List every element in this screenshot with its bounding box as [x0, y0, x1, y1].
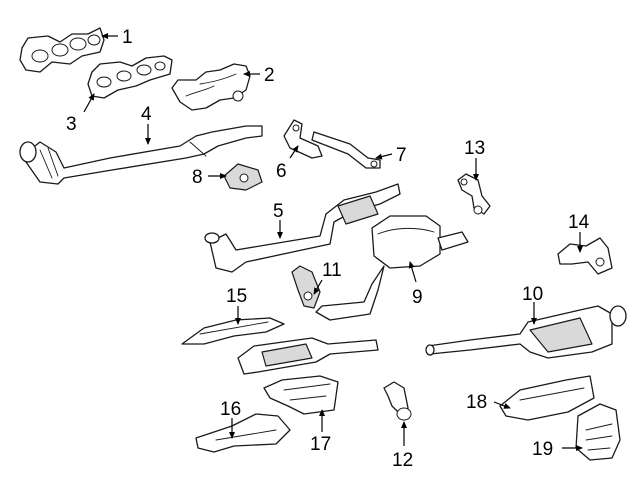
callout-5: 5 — [273, 201, 284, 222]
rear-muffler-part-9 — [315, 215, 469, 321]
exhaust-manifold-part-2 — [171, 63, 251, 111]
callout-leaders — [83, 33, 583, 451]
heat-shield-part-16 — [195, 413, 291, 453]
callout-7: 7 — [396, 145, 407, 166]
callout-labels: 1 2 3 4 5 6 7 8 9 10 11 12 13 14 15 16 1… — [66, 27, 590, 471]
callout-8: 8 — [192, 167, 203, 188]
callout-2: 2 — [264, 65, 275, 86]
intermediate-pipe-part-5 — [204, 183, 401, 273]
hanger-part-14 — [557, 237, 613, 275]
callout-16: 16 — [220, 399, 241, 420]
leader-18 — [493, 401, 511, 409]
leader-11 — [313, 279, 323, 295]
heat-shield-part-19 — [575, 403, 621, 461]
callout-9: 9 — [412, 287, 423, 308]
callout-12: 12 — [392, 450, 413, 471]
hanger-bracket-part-11 — [291, 265, 321, 309]
support-bracket-part-7 — [311, 131, 381, 169]
callout-11: 11 — [322, 260, 342, 281]
callout-10: 10 — [522, 284, 543, 305]
callout-19: 19 — [532, 439, 553, 460]
leader-6 — [289, 145, 299, 159]
callout-6: 6 — [276, 161, 287, 182]
callout-1: 1 — [122, 27, 133, 48]
front-pipe-part-4 — [19, 125, 263, 185]
leader-3 — [83, 93, 95, 113]
manifold-gasket-part-3 — [87, 55, 173, 99]
callout-13: 13 — [464, 138, 485, 159]
callout-4: 4 — [141, 104, 152, 125]
bracket-part-8 — [223, 163, 263, 191]
leader-9 — [408, 261, 417, 283]
manifold-gasket-part-1 — [19, 27, 105, 73]
callout-17: 17 — [310, 434, 331, 455]
clamp-part-12 — [383, 381, 412, 421]
front-pipe-assembly — [237, 337, 379, 375]
callout-18: 18 — [466, 392, 487, 413]
heat-shield-part-15 — [181, 317, 285, 345]
heat-shield-part-18 — [499, 375, 595, 421]
callout-15: 15 — [226, 286, 247, 307]
hanger-part-13 — [457, 173, 491, 215]
heat-shield-part-17 — [263, 375, 339, 415]
rear-muffler-part-10 — [425, 305, 627, 359]
callout-14: 14 — [568, 212, 590, 233]
callout-3: 3 — [66, 114, 77, 135]
leader-7 — [375, 153, 393, 160]
